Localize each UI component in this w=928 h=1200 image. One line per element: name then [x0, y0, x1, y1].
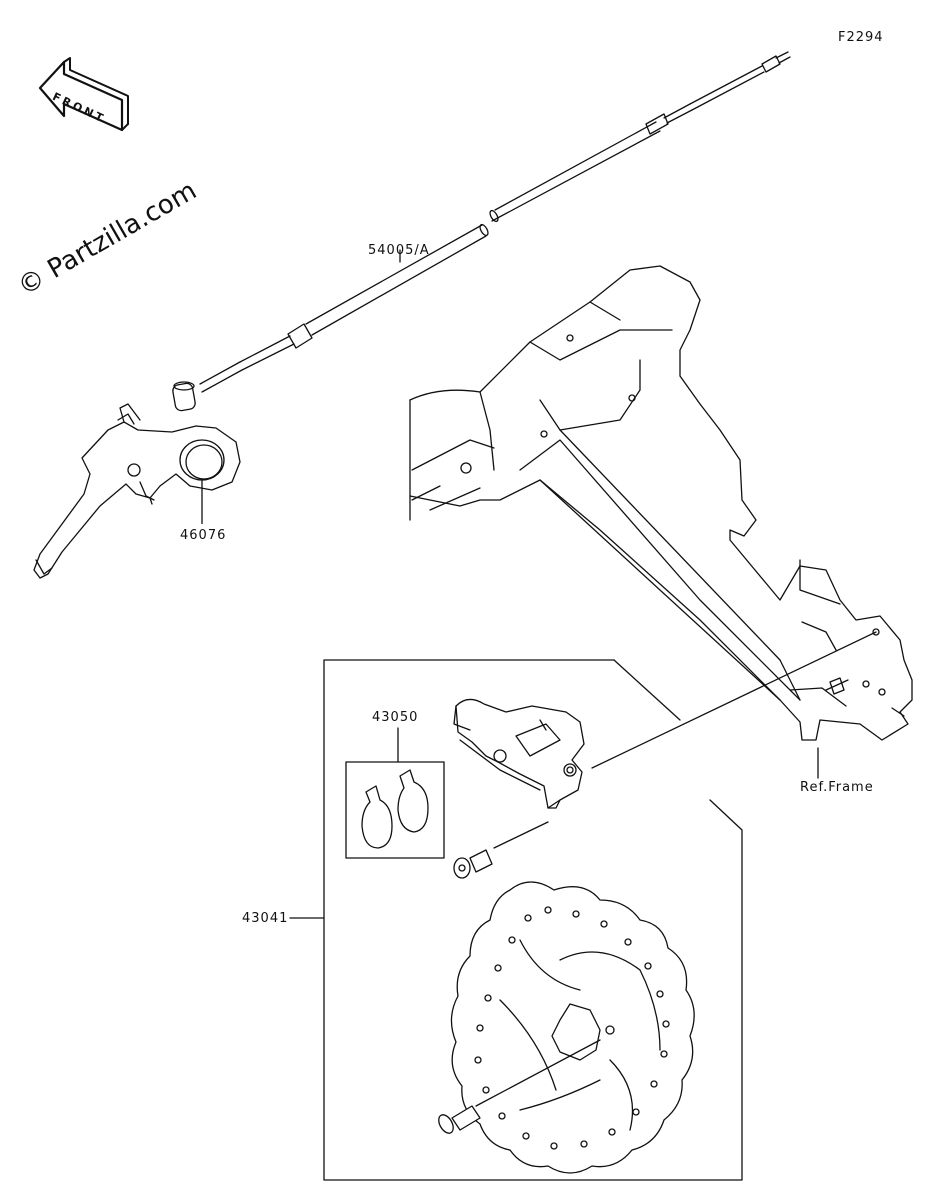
- disc-bolt[interactable]: [436, 1039, 601, 1136]
- callout-cable[interactable]: 54005/A: [368, 243, 430, 258]
- callout-lever[interactable]: 46076: [180, 528, 227, 543]
- leader-frame-caliper: [591, 631, 877, 769]
- assembly-43041-box: [289, 659, 743, 1181]
- callout-pads[interactable]: 43050: [372, 710, 419, 725]
- caliper-bolt[interactable]: [453, 821, 549, 879]
- brake-cable-54005a[interactable]: [172, 51, 791, 412]
- figure-code: F2294: [838, 30, 884, 45]
- callout-caliper-assembly[interactable]: 43041: [242, 911, 289, 926]
- brake-lever-46076[interactable]: [33, 403, 241, 579]
- brake-disc[interactable]: [450, 881, 695, 1174]
- frame-reference: [409, 265, 913, 741]
- caliper[interactable]: [453, 698, 585, 809]
- callout-ref-frame[interactable]: Ref.Frame: [800, 780, 874, 795]
- front-arrow-icon: [38, 57, 129, 132]
- brake-pads-43050[interactable]: [345, 727, 445, 859]
